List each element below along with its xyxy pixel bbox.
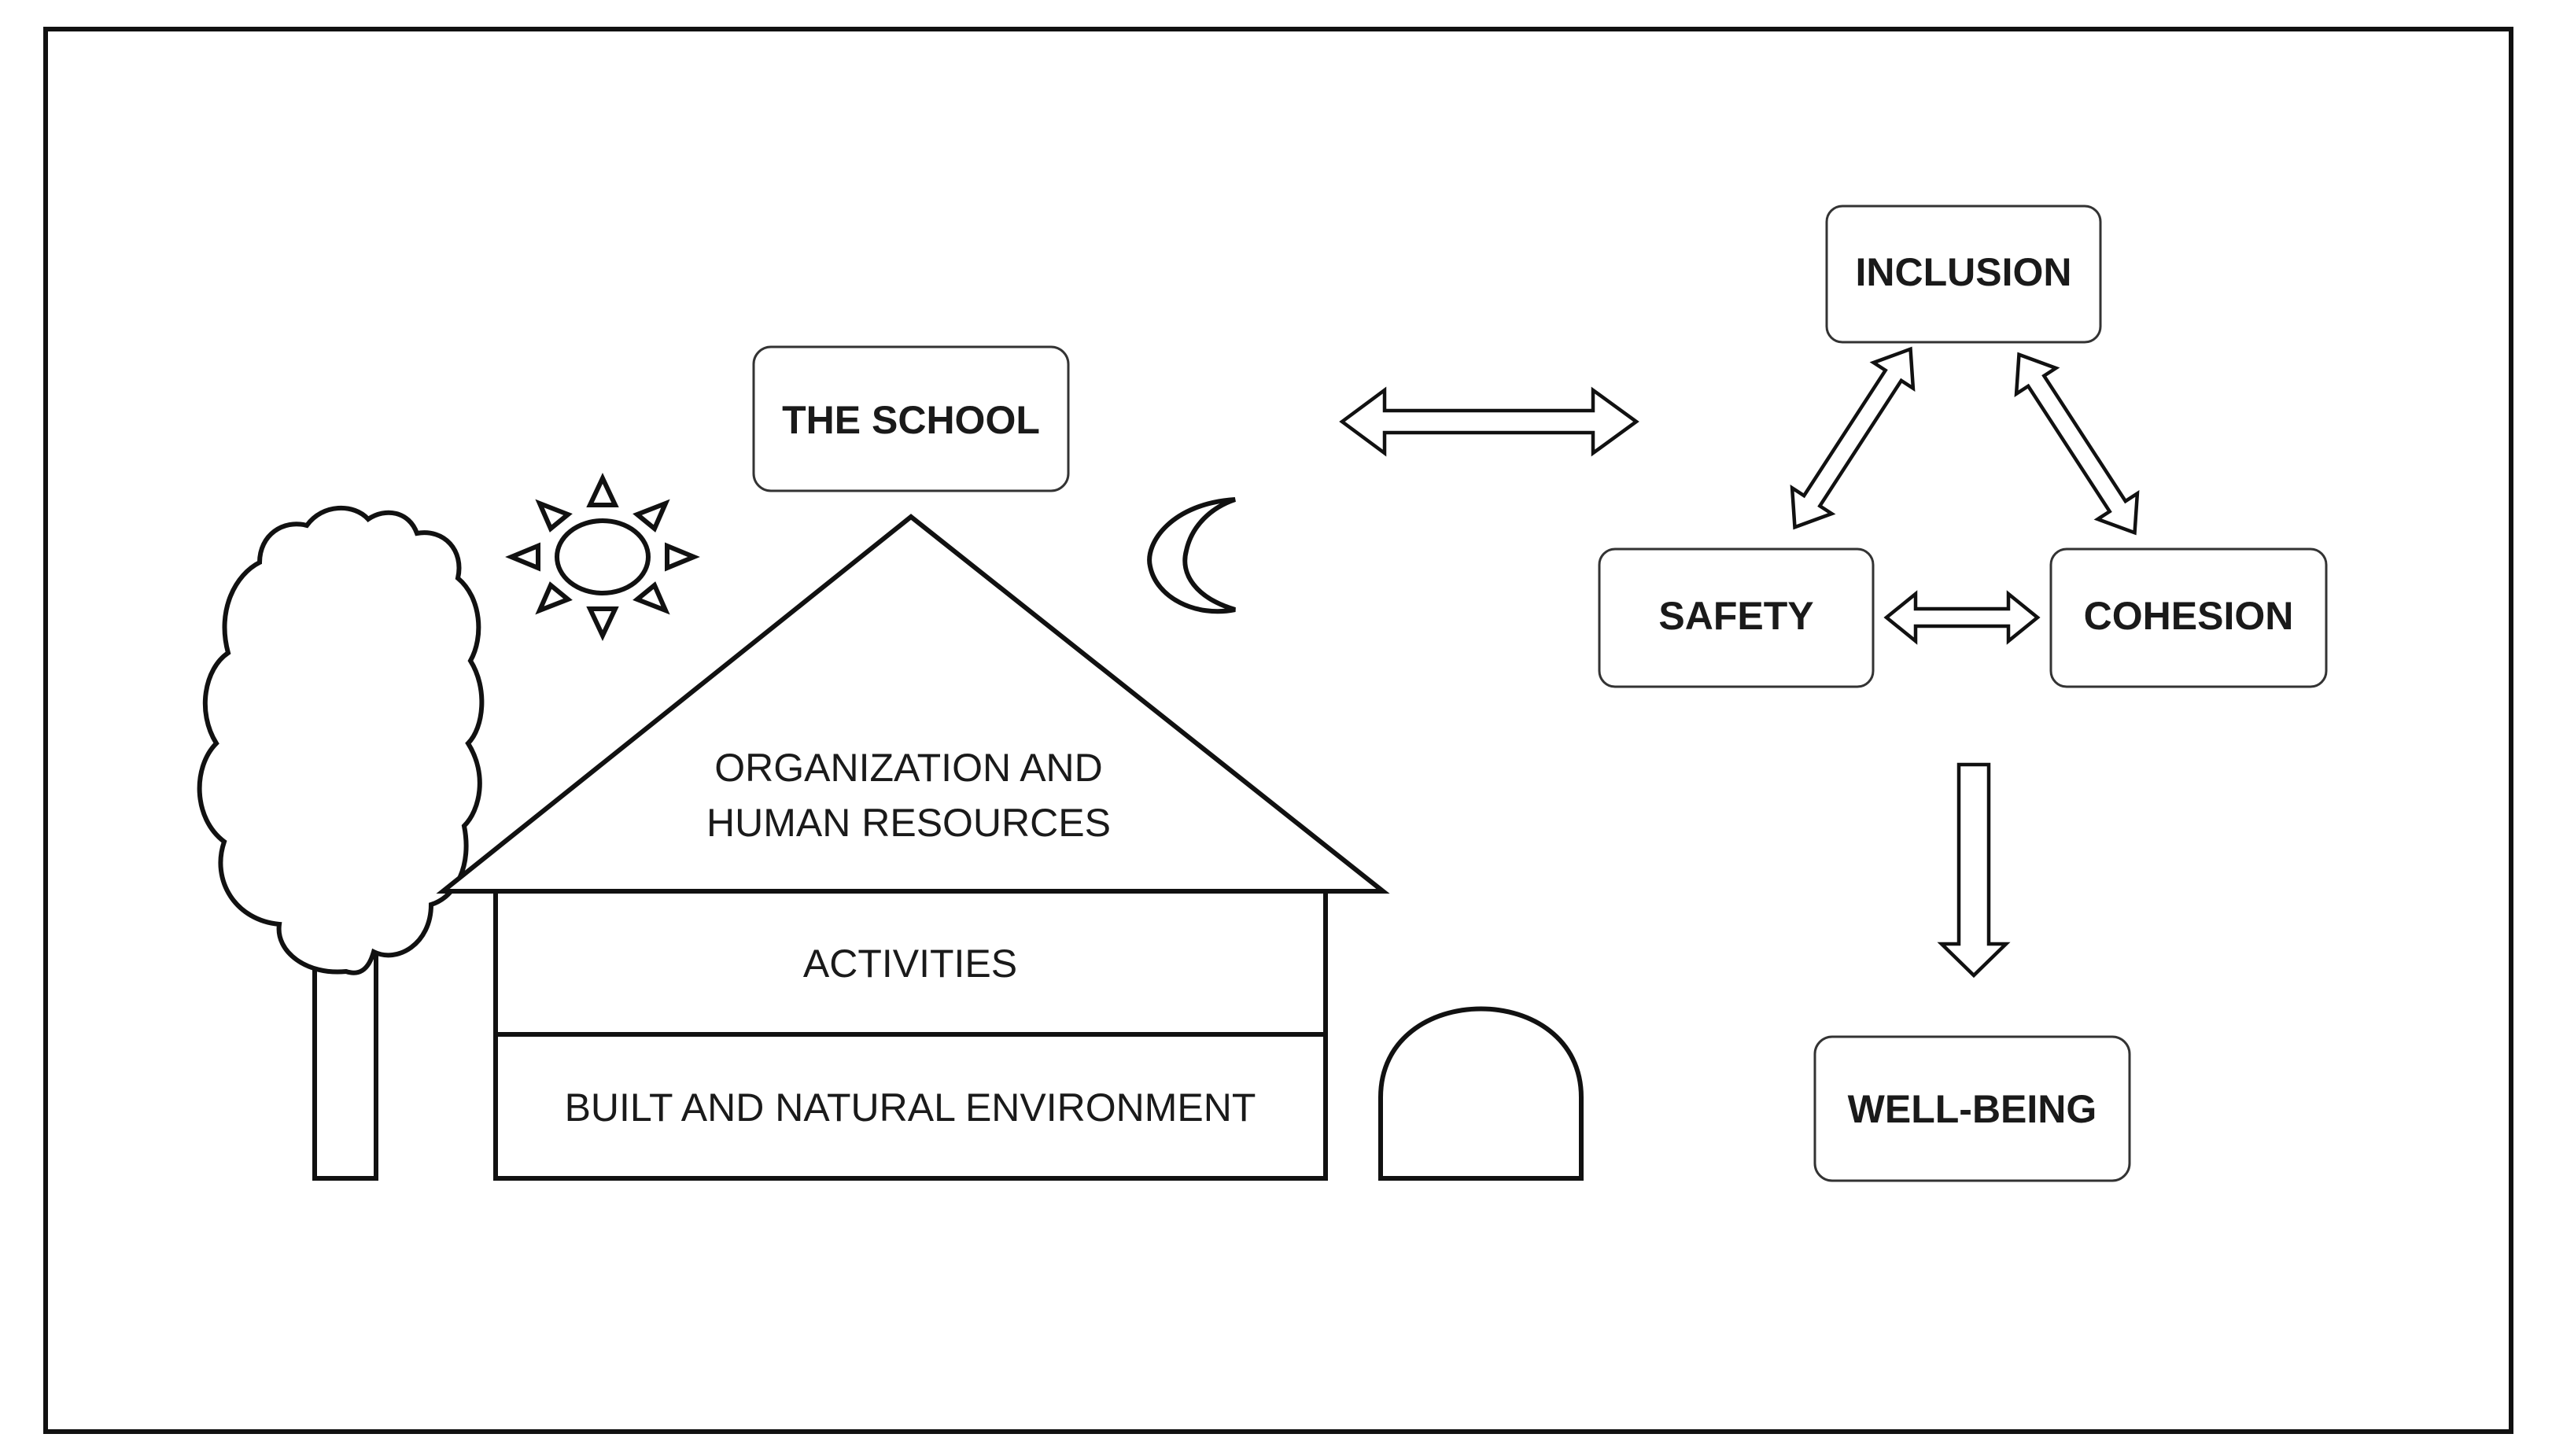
tree-icon: [197, 505, 485, 1181]
safety-label: SAFETY: [1658, 594, 1813, 638]
the-school-label: THE SCHOOL: [782, 398, 1040, 442]
roof-label-line1: ORGANIZATION AND: [714, 746, 1103, 790]
wellbeing-box: [1813, 1035, 2131, 1182]
moon-icon: [1147, 497, 1236, 614]
tunnel-icon: [1378, 1006, 1584, 1181]
inclusion-label: INCLUSION: [1856, 250, 2072, 294]
house-base-floor: [493, 1032, 1328, 1181]
inclusion-box: [1825, 205, 2102, 344]
house-middle-floor: [493, 889, 1328, 1037]
cohesion-box: [2049, 547, 2328, 688]
diagram-frame: [43, 27, 2513, 1434]
safety-cohesion-double-arrow: [1883, 590, 2041, 645]
inclusion-cohesion-double-arrow: [2014, 352, 2140, 536]
cohesion-label: COHESION: [2084, 594, 2294, 638]
the-school-box: [752, 345, 1070, 492]
environment-label: BUILT AND NATURAL ENVIRONMENT: [565, 1086, 1256, 1130]
roof-label-line2: HUMAN RESOURCES: [706, 801, 1111, 845]
sun-icon: [505, 472, 700, 642]
school-house: [436, 514, 1390, 1181]
safety-box: [1598, 547, 1875, 688]
activities-label: ACTIVITIES: [803, 942, 1017, 986]
inclusion-safety-double-arrow: [1790, 346, 1916, 530]
to-wellbeing-arrow: [1937, 762, 2011, 979]
school-outcomes-double-arrow: [1339, 386, 1639, 457]
wellbeing-label: WELL-BEING: [1848, 1087, 2097, 1131]
